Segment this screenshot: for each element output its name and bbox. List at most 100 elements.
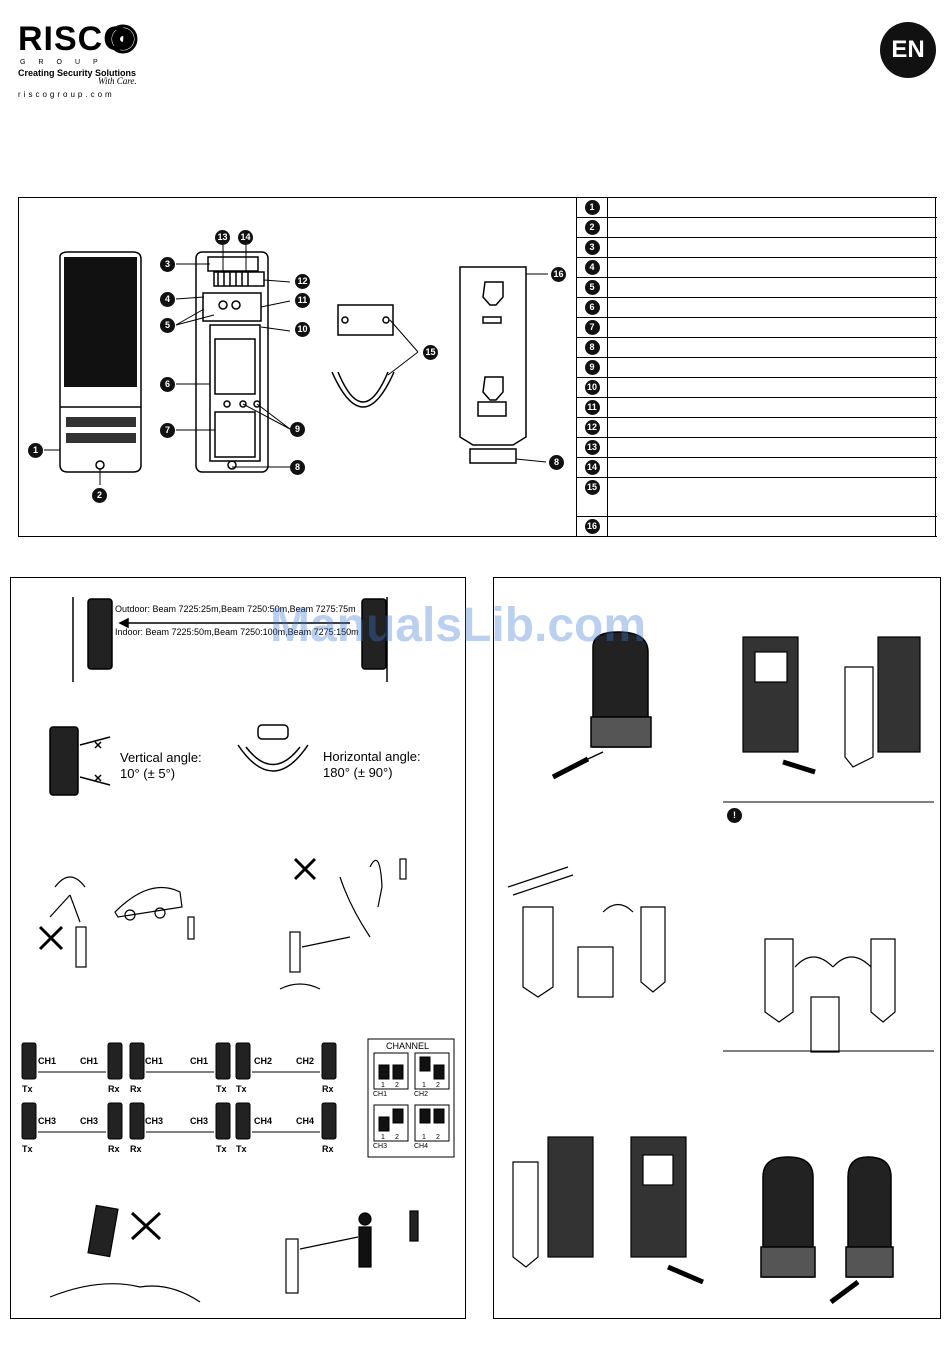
legend-row: 8 xyxy=(577,338,937,358)
legend-number-badge: 16 xyxy=(584,519,600,534)
ch-label: CH3 xyxy=(145,1116,164,1126)
legend-number-badge: 4 xyxy=(584,260,600,275)
callout-1: 1 xyxy=(28,443,43,458)
legend-number-cell: 10 xyxy=(577,378,608,397)
legend-number-badge: 11 xyxy=(584,400,600,415)
mounting-steps-panel xyxy=(493,577,941,1319)
guidelines-diagram xyxy=(21,597,455,1303)
horizontal-angle-value: 180° (± 90°) xyxy=(323,765,393,780)
legend-number-badge: 5 xyxy=(584,280,600,295)
rx-label: Rx xyxy=(130,1084,142,1094)
switch-number: 2 xyxy=(395,1082,399,1089)
detector-front-illustration xyxy=(59,251,142,473)
legend-row: 6 xyxy=(577,298,937,318)
legend-row: 10 xyxy=(577,378,937,398)
legend-row: 16 xyxy=(577,517,937,537)
tx-label: Tx xyxy=(216,1144,227,1154)
legend-number-badge: 2 xyxy=(584,220,600,235)
rx-label: Rx xyxy=(108,1084,120,1094)
ch-label: CH1 xyxy=(145,1056,164,1066)
outdoor-range-text: Outdoor: Beam 7225:25m,Beam 7250:50m,Bea… xyxy=(115,604,356,614)
legend-number-cell: 11 xyxy=(577,398,608,417)
callout-9: 9 xyxy=(290,422,305,437)
callout-3: 3 xyxy=(160,257,175,272)
tx-label: Tx xyxy=(236,1084,247,1094)
detector-open-illustration xyxy=(195,251,269,473)
ch-label: CH3 xyxy=(190,1116,209,1126)
legend-number-cell: 15 xyxy=(577,478,608,518)
watermark-text: ManualsLib.com xyxy=(270,599,647,652)
mounting-steps-diagram xyxy=(507,631,934,1305)
ch-label: CH1 xyxy=(38,1056,57,1066)
switch-number: 1 xyxy=(381,1134,385,1141)
channel-switch-caption: CH4 xyxy=(414,1143,429,1150)
legend-number-badge: 3 xyxy=(584,240,600,255)
vertical-angle-value: 10° (± 5°) xyxy=(120,766,176,781)
callout-14: 14 xyxy=(238,230,253,245)
ch-label: CH4 xyxy=(254,1116,273,1126)
callout-6: 6 xyxy=(160,377,175,392)
legend-row: 1 xyxy=(577,197,937,218)
legend-number-badge: 7 xyxy=(584,320,600,335)
switch-number: 2 xyxy=(436,1082,440,1089)
legend-number-badge: 13 xyxy=(584,440,600,455)
callout-13: 13 xyxy=(215,230,230,245)
callout-8b: 8 xyxy=(549,455,564,470)
tx-label: Tx xyxy=(22,1144,33,1154)
rx-label: Rx xyxy=(130,1144,142,1154)
callout-7: 7 xyxy=(160,423,175,438)
warning-icon: ! xyxy=(727,808,742,823)
horizontal-angle-label: Horizontal angle: xyxy=(323,749,421,764)
legend-number-cell: 16 xyxy=(577,517,608,536)
indoor-range-text: Indoor: Beam 7225:50m,Beam 7250:100m,Bea… xyxy=(115,627,359,637)
legend-number-cell: 3 xyxy=(577,238,608,257)
ch-label: CH2 xyxy=(296,1056,315,1066)
legend-row: 7 xyxy=(577,318,937,338)
parts-diagram xyxy=(44,245,548,485)
callout-8: 8 xyxy=(290,460,305,475)
ch-label: CH2 xyxy=(254,1056,273,1066)
switch-number: 2 xyxy=(395,1134,399,1141)
channel-switch-caption: CH2 xyxy=(414,1091,429,1098)
legend-number-badge: 8 xyxy=(584,340,600,355)
legend-number-cell: 7 xyxy=(577,318,608,337)
rx-label: Rx xyxy=(322,1144,334,1154)
installation-guidelines-panel xyxy=(10,577,466,1319)
legend-number-cell: 1 xyxy=(577,198,608,217)
ch-label: CH3 xyxy=(80,1116,99,1126)
callout-10: 10 xyxy=(295,322,310,337)
legend-row: 9 xyxy=(577,358,937,378)
switch-number: 1 xyxy=(422,1082,426,1089)
switch-number: 1 xyxy=(422,1134,426,1141)
tx-label: Tx xyxy=(216,1084,227,1094)
switch-number: 2 xyxy=(436,1134,440,1141)
ch-label: CH4 xyxy=(296,1116,315,1126)
legend-row: 4 xyxy=(577,258,937,278)
tx-label: Tx xyxy=(236,1144,247,1154)
rx-label: Rx xyxy=(322,1084,334,1094)
legend-number-cell: 6 xyxy=(577,298,608,317)
legend-number-cell: 13 xyxy=(577,438,608,457)
legend-row: 15 xyxy=(577,478,937,518)
callout-5: 5 xyxy=(160,318,175,333)
risco-swirl-icon xyxy=(108,24,138,54)
pole-bracket-illustration xyxy=(331,304,395,408)
legend-number-cell: 12 xyxy=(577,418,608,437)
brand-tagline: Creating Security Solutions xyxy=(18,68,137,78)
callout-12: 12 xyxy=(295,274,310,289)
switch-number: 1 xyxy=(381,1082,385,1089)
legend-number-badge: 10 xyxy=(584,380,600,395)
callout-15: 15 xyxy=(423,345,438,360)
callout-4: 4 xyxy=(160,292,175,307)
legend-number-badge: 1 xyxy=(584,200,600,215)
legend-row: 2 xyxy=(577,218,937,238)
legend-row: 3 xyxy=(577,238,937,258)
ch-label: CH3 xyxy=(38,1116,57,1126)
legend-row: 11 xyxy=(577,398,937,418)
channel-box-title: CHANNEL xyxy=(386,1041,430,1051)
callout-2: 2 xyxy=(92,488,107,503)
legend-row: 14 xyxy=(577,458,937,478)
legend-row: 5 xyxy=(577,278,937,298)
brand-url: riscogroup.com xyxy=(18,90,115,99)
callout-11: 11 xyxy=(295,293,310,308)
